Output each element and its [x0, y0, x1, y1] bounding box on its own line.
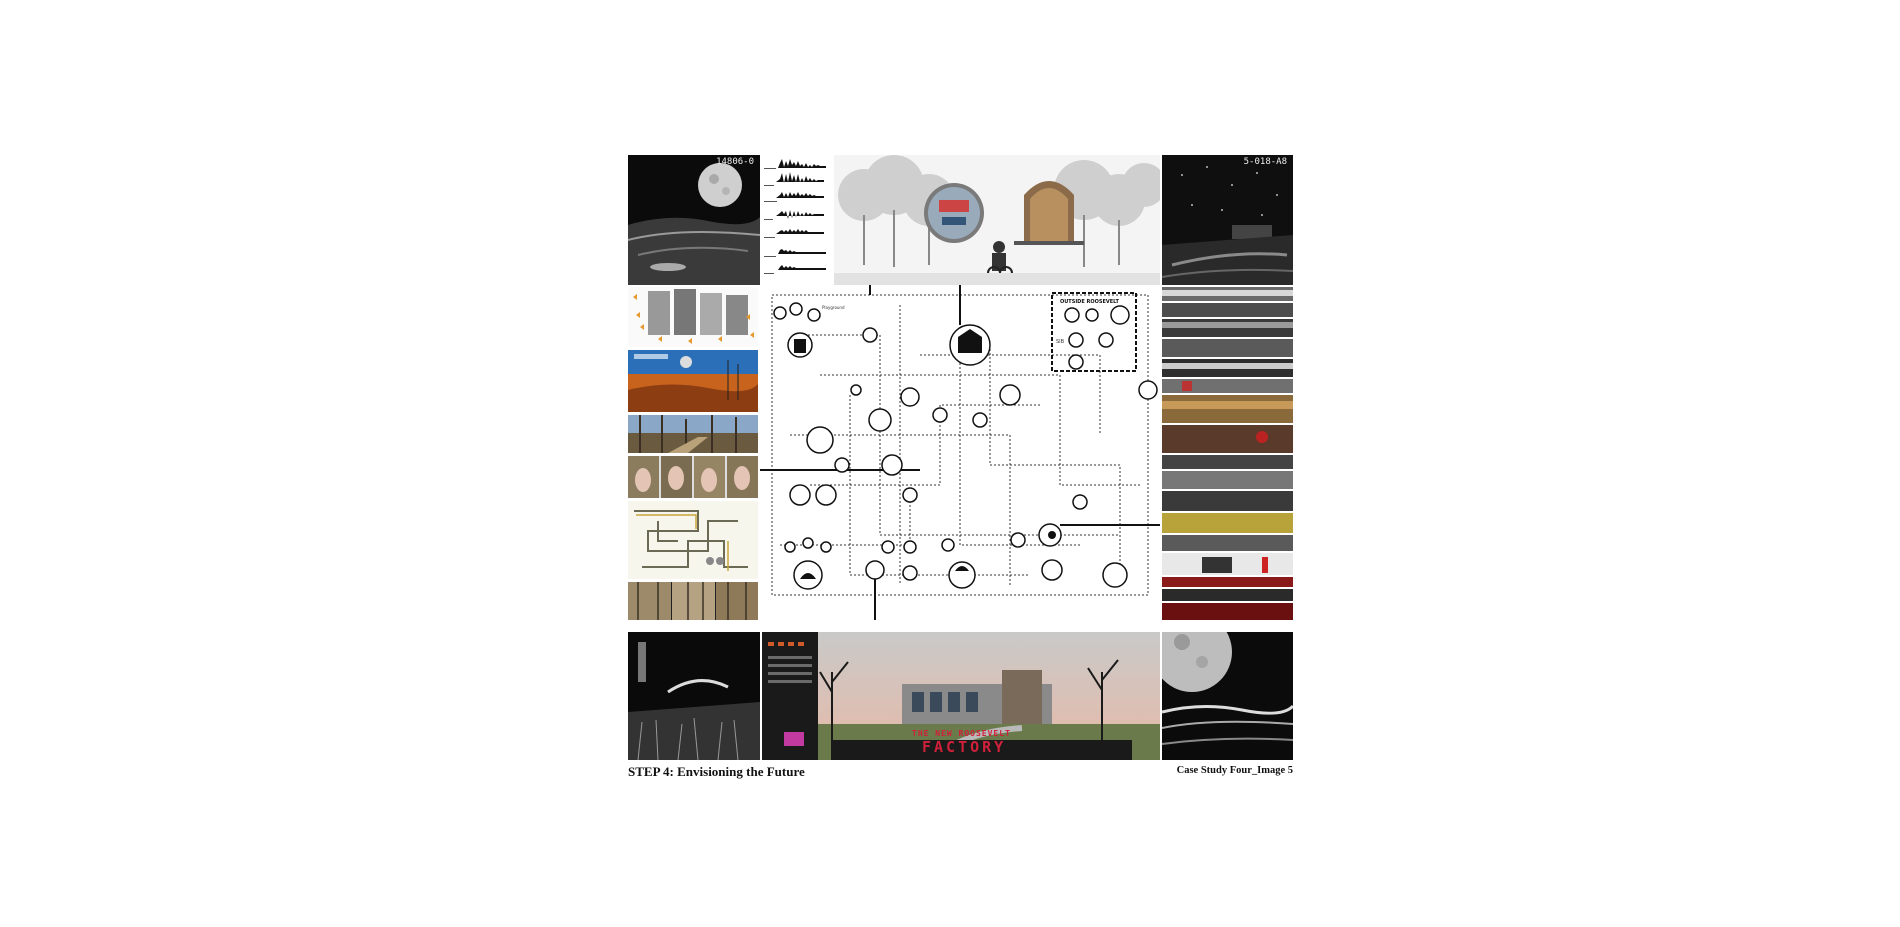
- photo-hands-grid: [628, 456, 758, 498]
- factory-banner-title: FACTORY: [922, 738, 1007, 756]
- photo-stamp: 14806-0: [716, 157, 754, 167]
- hands-grid-image: [628, 456, 758, 498]
- diagram-box-label: OUTSIDE ROOSEVELT: [1060, 299, 1120, 305]
- photo-night-field: [628, 632, 760, 760]
- landscape-strips-image: [1162, 287, 1293, 620]
- orange-field-image: [628, 350, 758, 412]
- diagram-node-label-a: Playground: [822, 305, 845, 310]
- forest-path-image: [628, 582, 758, 620]
- diagram-maze-map: [628, 501, 758, 579]
- photo-strip-column: [1162, 287, 1293, 620]
- sound-waveforms: [762, 155, 832, 285]
- diagram-node-label-b: SIB: [1056, 339, 1065, 345]
- maze-map-image: [628, 501, 758, 579]
- render-trees-figure: [834, 155, 1160, 285]
- board-case-label: Case Study Four_Image 5: [1176, 765, 1293, 776]
- board-step-title: STEP 4: Envisioning the Future: [628, 764, 805, 779]
- trees-render-image: [834, 155, 1160, 285]
- factory-render-image: [762, 632, 1160, 760]
- people-butterflies-image: [628, 287, 758, 347]
- forest-boardwalk-image: [628, 415, 758, 453]
- moon-water-image: [1162, 632, 1293, 760]
- factory-banner-subtitle: THE NEW ROOSEVELT: [912, 729, 1011, 738]
- moon-landscape-image: [628, 155, 760, 285]
- collage-people-butterflies: [628, 287, 758, 347]
- render-new-roosevelt-factory: THE NEW ROOSEVELT FACTORY: [762, 632, 1160, 760]
- illustration-orange-field: [628, 350, 758, 412]
- photo-moon-landscape: 14806-0: [628, 155, 760, 285]
- photo-forest-boardwalk: [628, 415, 758, 453]
- photo-moon-water: [1162, 632, 1293, 760]
- night-field-image: [628, 632, 760, 760]
- photo-forest-path: [628, 582, 758, 620]
- photo-night-sky: 5-018-A8: [1162, 155, 1293, 285]
- night-sky-image: [1162, 155, 1293, 285]
- network-diagram-graphic: OUTSIDE ROOSEVELT Playground SIB: [750, 267, 1165, 630]
- photo-stamp: 5-018-A8: [1243, 157, 1287, 167]
- waveform-graphic: [764, 159, 826, 274]
- network-diagram: OUTSIDE ROOSEVELT Playground SIB: [750, 267, 1165, 630]
